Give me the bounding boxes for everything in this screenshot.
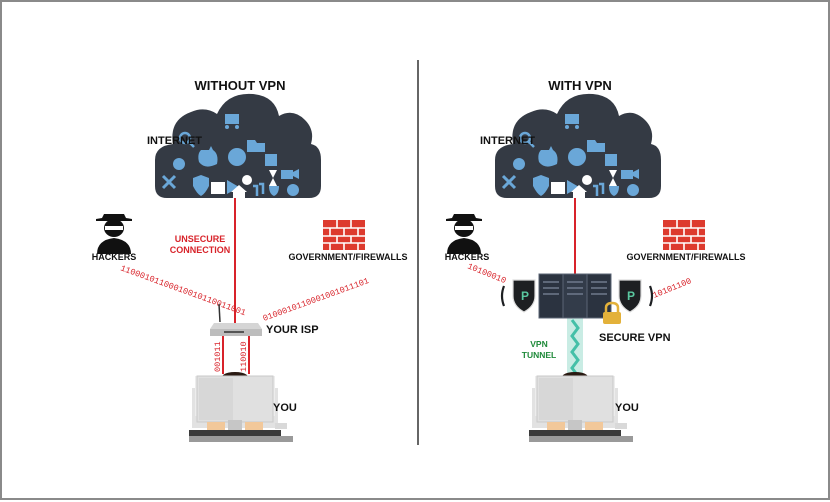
right-internet-label: INTERNET (480, 135, 535, 147)
right-panel: WITH VPN INTERNET HACKERS GOVERNMENT/FIR… (445, 78, 746, 443)
vpn-tunnel-label-line2: TUNNEL (522, 350, 556, 360)
binary-stream-government: 0100010110001001011101 (262, 276, 371, 324)
left-hackers-label: HACKERS (92, 252, 137, 262)
right-you-label: YOU (615, 402, 639, 414)
shield-block-right-icon (606, 278, 654, 314)
binary-stream-government-vpn: 10101100 (651, 276, 693, 301)
firewall-icon-vpn (662, 219, 706, 251)
binary-stream-up-left: 001011 (213, 341, 223, 372)
vpn-tunnel-label-line1: VPN (530, 339, 547, 349)
your-isp-label: YOUR ISP (266, 324, 319, 336)
left-you-label: YOU (273, 402, 297, 414)
unsecure-label-line1: UNSECURE (175, 234, 226, 244)
hacker-icon-vpn (446, 214, 482, 254)
vpn-tunnel-chain-icon (567, 318, 583, 377)
right-panel-title: WITH VPN (548, 78, 612, 93)
hacker-icon (96, 214, 132, 254)
binary-stream-hackers-vpn: 10100010 (466, 262, 508, 287)
binary-stream-hackers: 11000101100010010110011001 (119, 263, 247, 318)
binary-stream-up-right: 110010 (239, 341, 249, 372)
lock-icon (603, 301, 621, 324)
left-panel-title: WITHOUT VPN (195, 78, 286, 93)
left-panel: WITHOUT VPN INTERNET HACKERS GOVERNMENT/… (92, 78, 408, 443)
left-internet-label: INTERNET (147, 135, 202, 147)
firewall-icon (322, 219, 366, 251)
secure-vpn-label: SECURE VPN (599, 332, 671, 344)
router-icon (210, 303, 262, 336)
right-hackers-label: HACKERS (445, 252, 490, 262)
unsecure-label-line2: CONNECTION (170, 245, 231, 255)
vpn-server-icon (538, 273, 612, 319)
left-government-label: GOVERNMENT/FIREWALLS (289, 252, 408, 262)
right-government-label: GOVERNMENT/FIREWALLS (627, 252, 746, 262)
